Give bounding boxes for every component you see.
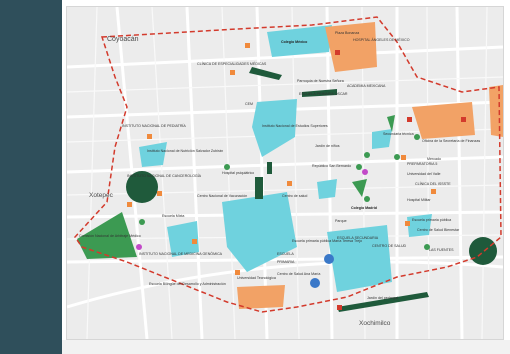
map-canvas: Coyoacán Xotepec Xochimilco Colegio Méxi… bbox=[67, 7, 503, 339]
place-label: Instituto Nacional de Estudios Superiore… bbox=[262, 124, 328, 128]
park-east-2 bbox=[407, 214, 432, 237]
park-east-small bbox=[372, 129, 392, 149]
place-label: Plaza Bonanza bbox=[335, 31, 359, 35]
place-label: Jardín de niños bbox=[315, 144, 340, 148]
place-label: Colegio Madrid bbox=[351, 206, 377, 210]
place-label: ESCUELA SECUNDARIA bbox=[337, 236, 379, 240]
place-label: INSTITUTO NACIONAL DE CANCEROLOGÍA bbox=[127, 174, 202, 178]
place-label: Parroquia de Nuestra Señora bbox=[297, 79, 344, 83]
green-triangle-center bbox=[352, 179, 367, 197]
place-label: Escuela primaria pública María Teresa Tr… bbox=[292, 239, 362, 243]
park-colegio-mexico bbox=[267, 25, 332, 57]
place-label: Escuela primaria pública bbox=[412, 218, 451, 222]
place-label: Comisión Nacional de Arbitraje Médico bbox=[79, 234, 141, 238]
area-label-xochimilco: Xochimilco bbox=[359, 320, 391, 327]
poi-markers bbox=[127, 43, 466, 310]
place-label: Repúblico San Bernardo bbox=[312, 164, 351, 168]
place-label: Oficina de la Secretaría de Finanzas bbox=[422, 139, 480, 143]
map-viewport[interactable]: Coyoacán Xotepec Xochimilco Colegio Méxi… bbox=[66, 6, 504, 340]
place-label: Secundaria técnica bbox=[383, 132, 414, 136]
place-label: Escuela Mixta bbox=[162, 214, 184, 218]
park-small-west bbox=[167, 221, 199, 257]
place-label: INSTITUTO NACIONAL DE PEDIATRÍA bbox=[122, 124, 186, 128]
place-label: CEM bbox=[245, 102, 253, 106]
study-area-boundary bbox=[74, 16, 502, 313]
place-label: Parque bbox=[335, 219, 347, 223]
area-label-xotepec: Xotepec bbox=[89, 192, 114, 199]
orange-east bbox=[412, 102, 475, 139]
area-label-coyoacan: Coyoacán bbox=[107, 36, 139, 43]
place-label: Mercado bbox=[427, 157, 441, 161]
place-label: CENTRO DE SALUD bbox=[372, 244, 407, 248]
place-label: Centro Nacional de Vacunación bbox=[197, 194, 247, 198]
green-area-west bbox=[77, 212, 137, 259]
orange-plaza-bonanza bbox=[325, 22, 377, 72]
place-label: Centro de Salud Ana María bbox=[277, 272, 320, 276]
dark-green-areas bbox=[126, 67, 497, 312]
dark-strip-south bbox=[337, 292, 429, 312]
place-label: Instituto Nacional de Nutrición Salvador… bbox=[147, 149, 223, 153]
park-south-west bbox=[222, 192, 297, 272]
place-label: HOSPITAL ÁNGELES DE MÉXICO bbox=[353, 37, 410, 42]
place-label: CLÍNICA DE ESPECIALIDADES MÉDICAS bbox=[197, 61, 267, 66]
park-center-small bbox=[317, 179, 337, 199]
place-label: Colegio México bbox=[281, 40, 308, 44]
place-label: PRIMARIA bbox=[277, 260, 295, 264]
green-triangle-north bbox=[387, 115, 395, 132]
place-label: CLÍNICA DEL ISSSTE bbox=[415, 182, 451, 186]
orange-south bbox=[237, 285, 285, 309]
place-label: PREPARATORIA 5 bbox=[407, 162, 437, 166]
place-label: Centro de Salud Bienestar bbox=[417, 228, 460, 232]
slide-footer bbox=[62, 340, 510, 354]
dark-strip-north bbox=[249, 67, 282, 80]
place-label: Universidad Tecnológica bbox=[237, 276, 276, 280]
side-panel bbox=[0, 0, 62, 354]
roundabout-west bbox=[126, 171, 158, 203]
dark-block-2 bbox=[267, 162, 272, 174]
park-south-central bbox=[327, 225, 392, 292]
park-areas bbox=[139, 25, 432, 292]
place-label: Hospital Militar bbox=[407, 198, 431, 202]
place-label: ESCUELA PRIMARIA ÓSCAR bbox=[299, 91, 348, 96]
orange-far-east bbox=[489, 85, 503, 137]
place-label: ESCUELA bbox=[277, 252, 294, 256]
green-areas bbox=[77, 115, 395, 259]
place-label: ACADEMIA MEXICANA bbox=[347, 84, 386, 88]
park-north-central bbox=[252, 99, 297, 157]
place-label: Universidad del Valle bbox=[407, 172, 441, 176]
dark-block-1 bbox=[255, 177, 263, 199]
roundabout-east bbox=[469, 237, 497, 265]
place-label: Centro de salud bbox=[282, 194, 307, 198]
place-label: INSTITUTO NACIONAL DE MEDICINA GENÓMICA bbox=[139, 251, 223, 256]
place-label: Hospital psiquiátrico bbox=[222, 171, 254, 175]
place-label: Escuela Bilingüe del Desarrollo y Admini… bbox=[149, 282, 226, 286]
park-west-1 bbox=[139, 142, 167, 167]
place-label: Jardín del pedregal bbox=[367, 296, 398, 300]
place-labels: Colegio México Plaza Bonanza HOSPITAL ÁN… bbox=[79, 31, 480, 300]
dark-strip-2 bbox=[302, 89, 337, 97]
place-label: LAS FUENTES bbox=[429, 248, 454, 252]
